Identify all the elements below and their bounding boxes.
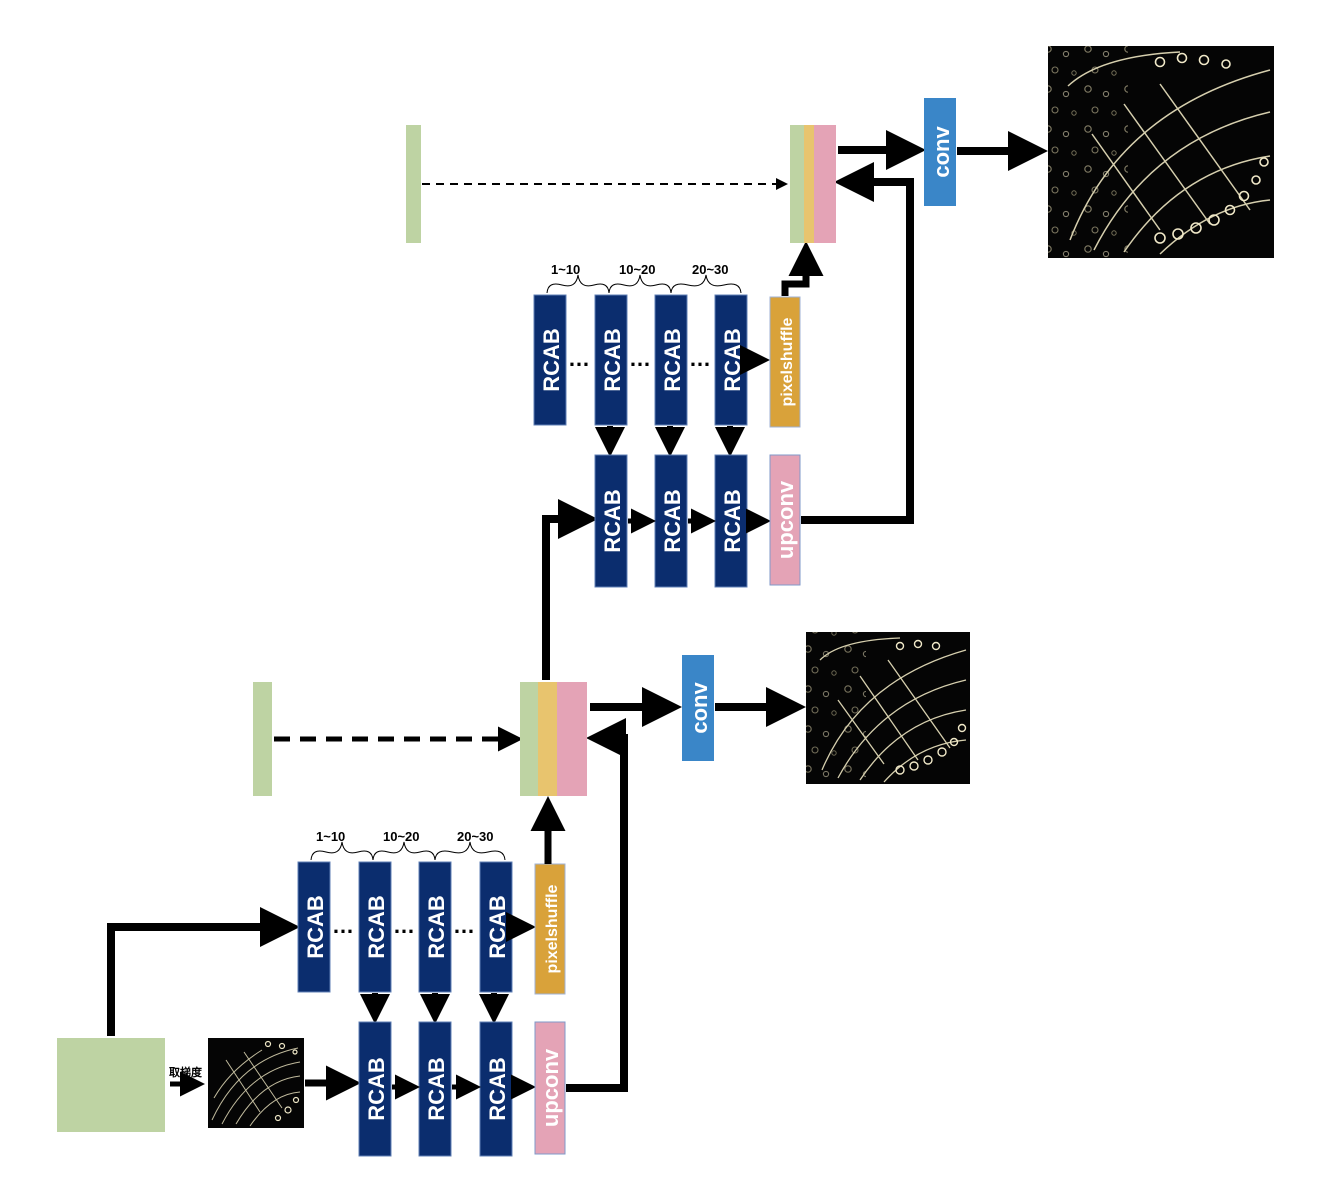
rcab-block: RCAB <box>654 454 688 588</box>
pixelshuffle-block: pixelshuffle <box>769 296 801 428</box>
gradient-label: 取梯度 <box>169 1065 203 1079</box>
rcab-block: RCAB <box>297 861 331 993</box>
rcab-block: RCAB <box>418 861 452 993</box>
rcab-block: RCAB <box>479 1021 513 1157</box>
svg-text:RCAB: RCAB <box>424 895 449 959</box>
upconv-block: upconv <box>534 1021 566 1155</box>
concat-feature-block <box>790 125 836 243</box>
range-label: 20~30 <box>457 829 494 844</box>
ellipsis: … <box>568 346 590 371</box>
range-label: 1~10 <box>551 262 580 277</box>
svg-text:RCAB: RCAB <box>660 328 685 392</box>
concat-feature-block <box>520 682 587 796</box>
conv-block: conv <box>924 98 956 206</box>
range-label: 10~20 <box>383 829 420 844</box>
svg-text:RCAB: RCAB <box>303 895 328 959</box>
concat-to-upper-rcab-arrow <box>542 499 598 680</box>
ellipsis: … <box>629 346 651 371</box>
upconv-to-concat-arrow <box>801 162 914 524</box>
svg-text:upconv: upconv <box>538 1048 563 1127</box>
svg-text:pixelshuffle: pixelshuffle <box>779 317 796 406</box>
svg-text:RCAB: RCAB <box>720 328 745 392</box>
rcab-block: RCAB <box>654 294 688 426</box>
gradient-image-small <box>208 1038 304 1128</box>
svg-text:RCAB: RCAB <box>364 1057 389 1121</box>
upconv-block: upconv <box>769 454 801 586</box>
svg-text:upconv: upconv <box>773 480 798 559</box>
svg-text:RCAB: RCAB <box>364 895 389 959</box>
pixelshuffle-to-concat-arrow <box>781 241 824 296</box>
range-label: 20~30 <box>692 262 729 277</box>
input-to-rcab-arrow <box>107 907 300 1036</box>
range-brace <box>546 274 742 294</box>
upconv-to-concat-arrow <box>566 718 628 1092</box>
svg-text:RCAB: RCAB <box>600 489 625 553</box>
range-label: 1~10 <box>316 829 345 844</box>
svg-text:conv: conv <box>687 682 712 734</box>
gradient-image-medium <box>806 632 970 784</box>
rcab-block: RCAB <box>594 294 628 426</box>
svg-text:RCAB: RCAB <box>660 489 685 553</box>
range-brace <box>310 841 506 861</box>
ellipsis: … <box>332 913 354 938</box>
svg-text:conv: conv <box>929 126 954 178</box>
rcab-block: RCAB <box>358 861 392 993</box>
svg-text:RCAB: RCAB <box>485 1057 510 1121</box>
svg-text:RCAB: RCAB <box>539 328 564 392</box>
svg-text:RCAB: RCAB <box>485 895 510 959</box>
conv-block: conv <box>682 655 714 761</box>
rcab-block: RCAB <box>479 861 513 993</box>
pixelshuffle-block: pixelshuffle <box>534 863 566 995</box>
svg-text:pixelshuffle: pixelshuffle <box>544 884 561 973</box>
ellipsis: … <box>453 913 475 938</box>
svg-text:RCAB: RCAB <box>424 1057 449 1121</box>
skip-feature-block <box>406 125 421 243</box>
rcab-block: RCAB <box>594 454 628 588</box>
rcab-block: RCAB <box>358 1021 392 1157</box>
rcab-block: RCAB <box>714 454 748 588</box>
rcab-block: RCAB <box>533 294 567 426</box>
range-label: 10~20 <box>619 262 656 277</box>
rcab-block: RCAB <box>418 1021 452 1157</box>
svg-text:RCAB: RCAB <box>600 328 625 392</box>
ellipsis: … <box>689 346 711 371</box>
gradient-image-large <box>1048 46 1274 258</box>
svg-text:RCAB: RCAB <box>720 489 745 553</box>
input-feature-block <box>57 1038 165 1132</box>
rcab-block: RCAB <box>714 294 748 426</box>
ellipsis: … <box>393 913 415 938</box>
skip-feature-block <box>253 682 272 796</box>
